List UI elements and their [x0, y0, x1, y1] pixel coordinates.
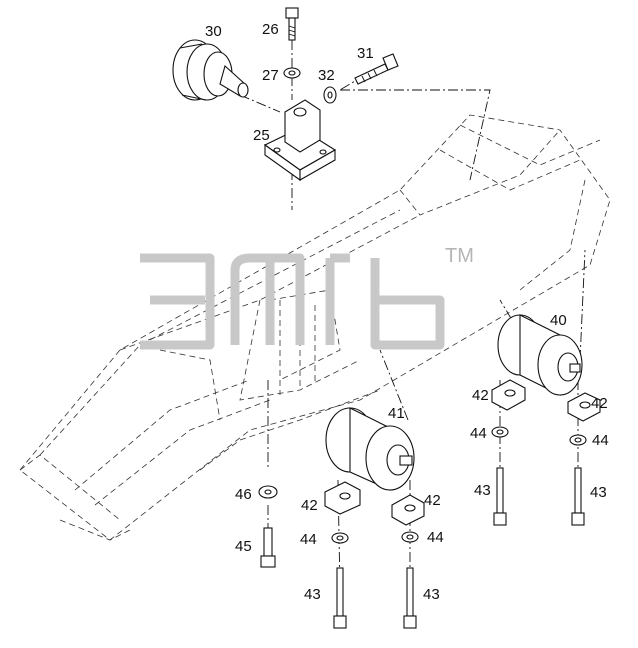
watermark-logo: TM: [140, 245, 474, 350]
bolt-43d: [571, 467, 585, 526]
clamp-block-42b: [391, 494, 425, 526]
callout-43a: 43: [304, 586, 321, 603]
callout-42a: 42: [301, 497, 318, 514]
washer-27: [283, 67, 301, 79]
callout-40: 40: [550, 312, 567, 329]
washer-32: [323, 86, 337, 104]
callout-42d: 42: [591, 395, 608, 412]
carrier-roller-30: [172, 39, 249, 101]
callout-43d: 43: [590, 484, 607, 501]
callout-25: 25: [253, 127, 270, 144]
bolt-43b: [403, 567, 417, 629]
callout-31: 31: [357, 45, 374, 62]
washer-44a: [331, 532, 349, 544]
track-roller-41: [325, 407, 415, 491]
callout-43b: 43: [423, 586, 440, 603]
callout-44d: 44: [592, 432, 609, 449]
callout-labels: 30 26 27 31 32 25 40 41 42 42 44 44 43 4…: [205, 21, 609, 603]
bracket-25: [263, 99, 337, 182]
trademark-mark: TM: [445, 245, 474, 267]
washer-46: [258, 485, 278, 499]
callout-44b: 44: [427, 529, 444, 546]
callout-44a: 44: [300, 531, 317, 548]
bolt-43c: [493, 467, 507, 526]
washer-44c: [491, 426, 509, 438]
callout-30: 30: [205, 23, 222, 40]
callout-43c: 43: [474, 482, 491, 499]
bolt-43a: [333, 567, 347, 629]
bolt-45: [260, 527, 276, 568]
callout-42c: 42: [472, 387, 489, 404]
callout-32: 32: [318, 67, 335, 84]
clamp-block-42d: [567, 392, 601, 422]
washer-44b: [401, 531, 419, 543]
washer-44d: [569, 434, 587, 446]
bolt-26: [285, 7, 299, 41]
callout-27: 27: [262, 67, 279, 84]
callout-42b: 42: [424, 492, 441, 509]
callout-26: 26: [262, 21, 279, 38]
callout-41: 41: [388, 405, 405, 422]
clamp-block-42a: [324, 481, 361, 515]
clamp-block-42c: [491, 379, 526, 411]
bolt-31: [354, 53, 399, 85]
track-frame: [19, 114, 611, 541]
track-roller-40: [497, 314, 583, 396]
callout-45: 45: [235, 538, 252, 555]
callout-46: 46: [235, 486, 252, 503]
callout-44c: 44: [470, 425, 487, 442]
